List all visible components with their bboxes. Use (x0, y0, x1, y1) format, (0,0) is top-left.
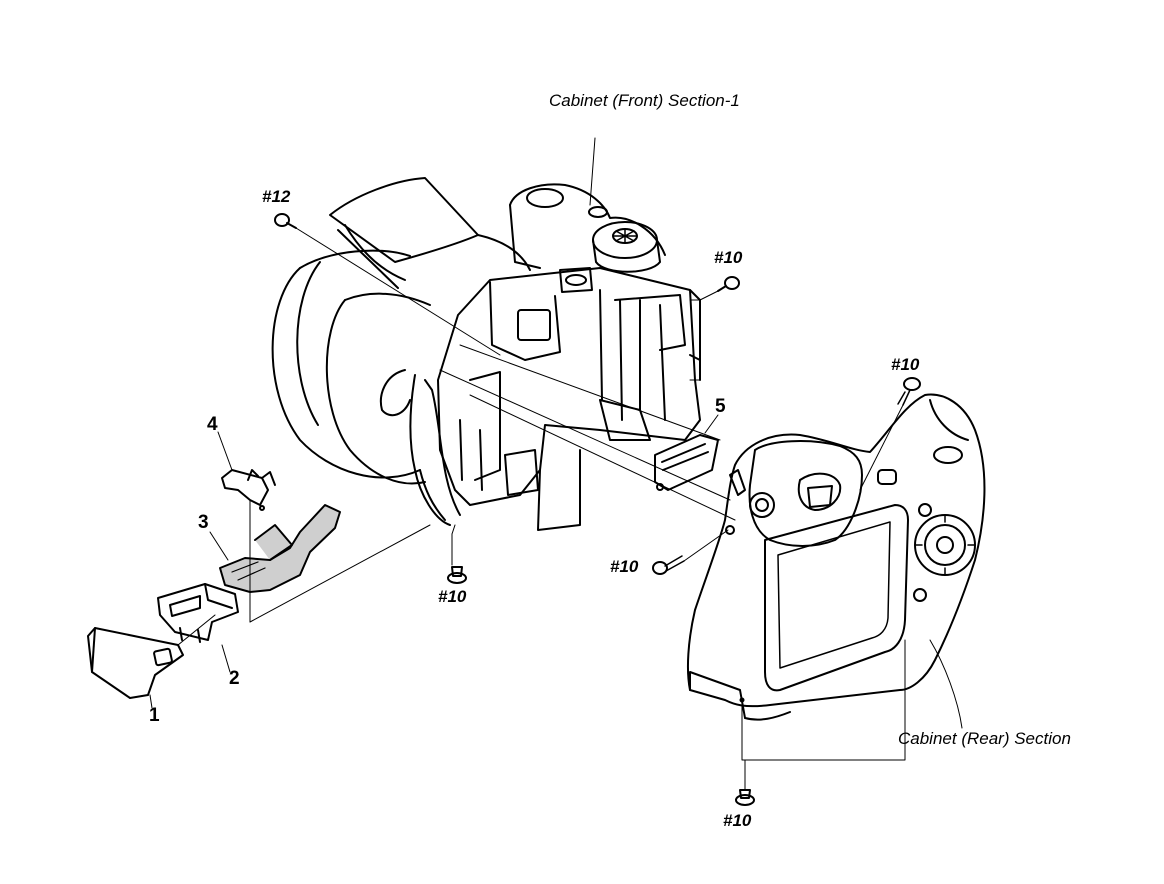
screw-10-symbol-upper (717, 276, 740, 292)
part-2-connector (157, 583, 239, 643)
screw-10-label-middle: #10 (610, 557, 639, 576)
screw-12-symbol (274, 213, 297, 229)
part-4-label: 4 (207, 414, 218, 435)
screw-10-label-rear-top: #10 (891, 355, 920, 374)
leader-lines (149, 137, 963, 791)
screw-10-symbol-front-bottom (447, 533, 467, 584)
part-5-cover (654, 434, 719, 491)
part-1-label: 1 (149, 705, 160, 726)
part-1-jack-cover (87, 627, 184, 699)
rear-cabinet (686, 393, 986, 721)
part-3-flex-board (219, 504, 341, 593)
part-2-label: 2 (229, 668, 240, 689)
screw-12-label: #12 (262, 187, 291, 206)
part-3-label: 3 (198, 512, 209, 533)
screw-10-symbol-rear-top (897, 377, 921, 406)
cabinet-rear-label: Cabinet (Rear) Section (898, 729, 1071, 748)
screw-10-symbol-middle (652, 555, 685, 575)
screw-10-label-upper: #10 (714, 248, 743, 267)
front-cabinet-assembly (271, 177, 701, 531)
part-5-label: 5 (715, 396, 726, 417)
part-4-bracket (221, 469, 276, 511)
screw-10-label-front-bottom: #10 (438, 587, 467, 606)
cabinet-front-label: Cabinet (Front) Section-1 (549, 91, 740, 110)
screws (274, 213, 921, 806)
screw-10-symbol-rear-bottom (735, 789, 755, 806)
screw-10-label-rear-bottom: #10 (723, 811, 752, 830)
